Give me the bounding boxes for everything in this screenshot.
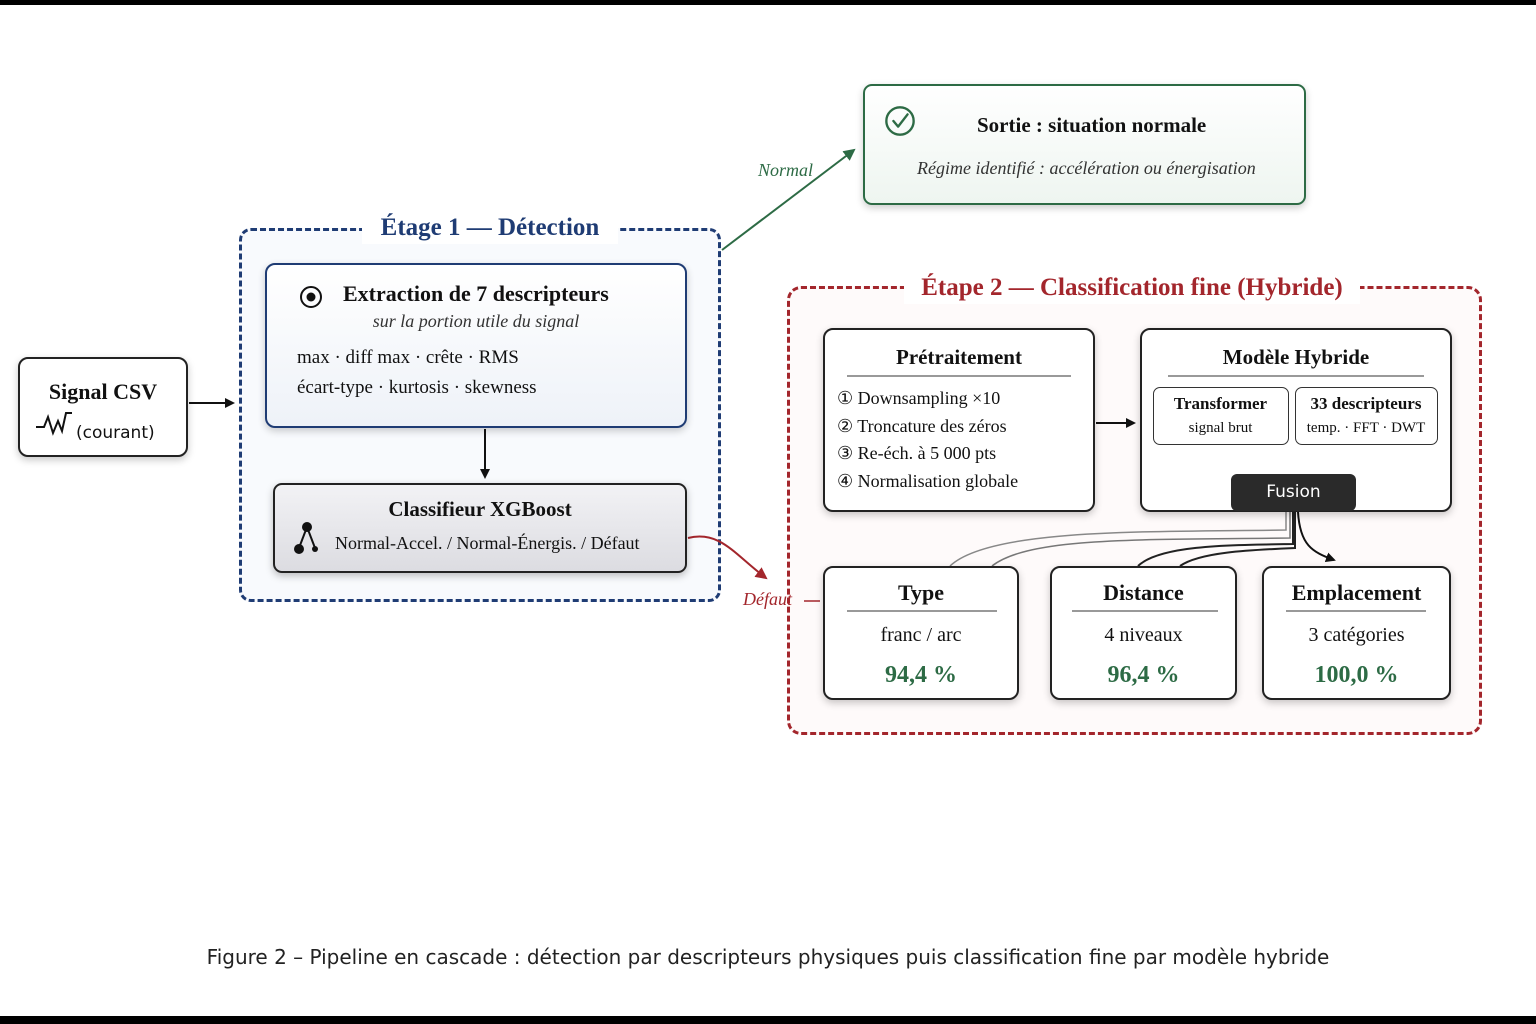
extraction-features-line1: max · diff max · crête · RMS bbox=[297, 347, 519, 368]
output-title: Sortie : situation normale bbox=[977, 113, 1207, 137]
arrow-fault-to-stage2 bbox=[687, 535, 768, 580]
preprocessing-step: ② Troncature des zéros bbox=[837, 416, 1007, 436]
result-detail: 3 catégories bbox=[1308, 624, 1405, 646]
xgboost-classifier-box: Classifieur XGBoost Normal-Accel. / Norm… bbox=[273, 483, 687, 573]
hybrid-model-title: Modèle Hybride bbox=[1222, 345, 1370, 369]
xgboost-title: Classifieur XGBoost bbox=[388, 497, 572, 521]
target-icon bbox=[300, 286, 322, 308]
xgboost-classes: Normal-Accel. / Normal-Énergis. / Défaut bbox=[335, 533, 640, 553]
result-title: Distance bbox=[1103, 580, 1184, 605]
transformer-subtitle: signal brut bbox=[1188, 420, 1253, 436]
result-location-box: Emplacement 3 catégories 100,0 % bbox=[1262, 566, 1451, 700]
fault-edge-label: Défaut bbox=[743, 589, 792, 609]
line-fusion-to-distance bbox=[1137, 512, 1294, 567]
extraction-box: Extraction de 7 descripteurs sur la port… bbox=[265, 263, 687, 428]
line-fusion-to-type-1 bbox=[949, 512, 1287, 567]
line-fusion-to-type-2 bbox=[991, 512, 1291, 567]
descriptors-title: 33 descripteurs bbox=[1310, 394, 1422, 413]
transformer-title: Transformer bbox=[1173, 394, 1268, 413]
waveform-icon bbox=[36, 412, 72, 436]
transformer-box: Transformer signal brut bbox=[1153, 387, 1289, 445]
line-fusion-to-distance-2 bbox=[1179, 512, 1296, 567]
preprocessing-step: ④ Normalisation globale bbox=[837, 471, 1019, 491]
figure-caption: Figure 2 – Pipeline en cascade : détecti… bbox=[206, 945, 1330, 969]
result-title: Emplacement bbox=[1291, 580, 1422, 605]
result-title: Type bbox=[897, 580, 945, 605]
preprocessing-title: Prétraitement bbox=[896, 345, 1022, 369]
result-detail: franc / arc bbox=[880, 624, 962, 646]
arrow-normal-to-output bbox=[721, 148, 856, 251]
input-signal-box: Signal CSV (courant) bbox=[18, 357, 188, 457]
result-separator bbox=[1072, 610, 1218, 612]
result-separator bbox=[1286, 610, 1426, 612]
extraction-subtitle: sur la portion utile du signal bbox=[372, 311, 580, 331]
result-separator bbox=[847, 610, 997, 612]
preprocessing-step: ③ Re-éch. à 5 000 pts bbox=[837, 443, 997, 463]
result-distance-box: Distance 4 niveaux 96,4 % bbox=[1050, 566, 1237, 700]
preprocessing-step: ① Downsampling ×10 bbox=[837, 388, 1001, 408]
result-score: 96,4 % bbox=[1107, 662, 1180, 688]
extraction-features-line2: écart-type · kurtosis · skewness bbox=[297, 377, 537, 398]
check-circle-icon bbox=[885, 106, 915, 136]
descriptors-subtitle: temp. · FFT · DWT bbox=[1306, 420, 1426, 436]
bottom-border bbox=[0, 1016, 1536, 1024]
fusion-block: Fusion bbox=[1231, 474, 1356, 511]
normal-output-box: Sortie : situation normale Régime identi… bbox=[863, 84, 1306, 205]
stage1-title: Étage 1 — Détection bbox=[362, 212, 618, 244]
extraction-title: Extraction de 7 descripteurs bbox=[343, 281, 609, 306]
preprocessing-separator bbox=[847, 375, 1071, 377]
tree-icon bbox=[294, 522, 318, 554]
result-score: 94,4 % bbox=[885, 662, 957, 688]
hybrid-model-separator bbox=[1168, 375, 1424, 377]
descriptors-box: 33 descripteurs temp. · FFT · DWT bbox=[1295, 387, 1438, 445]
result-type-box: Type franc / arc 94,4 % bbox=[823, 566, 1019, 700]
preprocessing-box: Prétraitement ① Downsampling ×10 ② Tronc… bbox=[823, 328, 1095, 512]
input-title: Signal CSV bbox=[48, 379, 158, 404]
top-border bbox=[0, 0, 1536, 5]
output-subtitle: Régime identifié : accélération ou énerg… bbox=[917, 158, 1256, 178]
result-detail: 4 niveaux bbox=[1104, 624, 1183, 646]
result-score: 100,0 % bbox=[1314, 662, 1399, 688]
normal-edge-label: Normal bbox=[758, 160, 814, 180]
arrow-fusion-to-location bbox=[1297, 511, 1336, 562]
stage2-title: Étape 2 — Classification fine (Hybride) bbox=[904, 272, 1360, 304]
input-subtitle: (courant) bbox=[76, 423, 155, 443]
